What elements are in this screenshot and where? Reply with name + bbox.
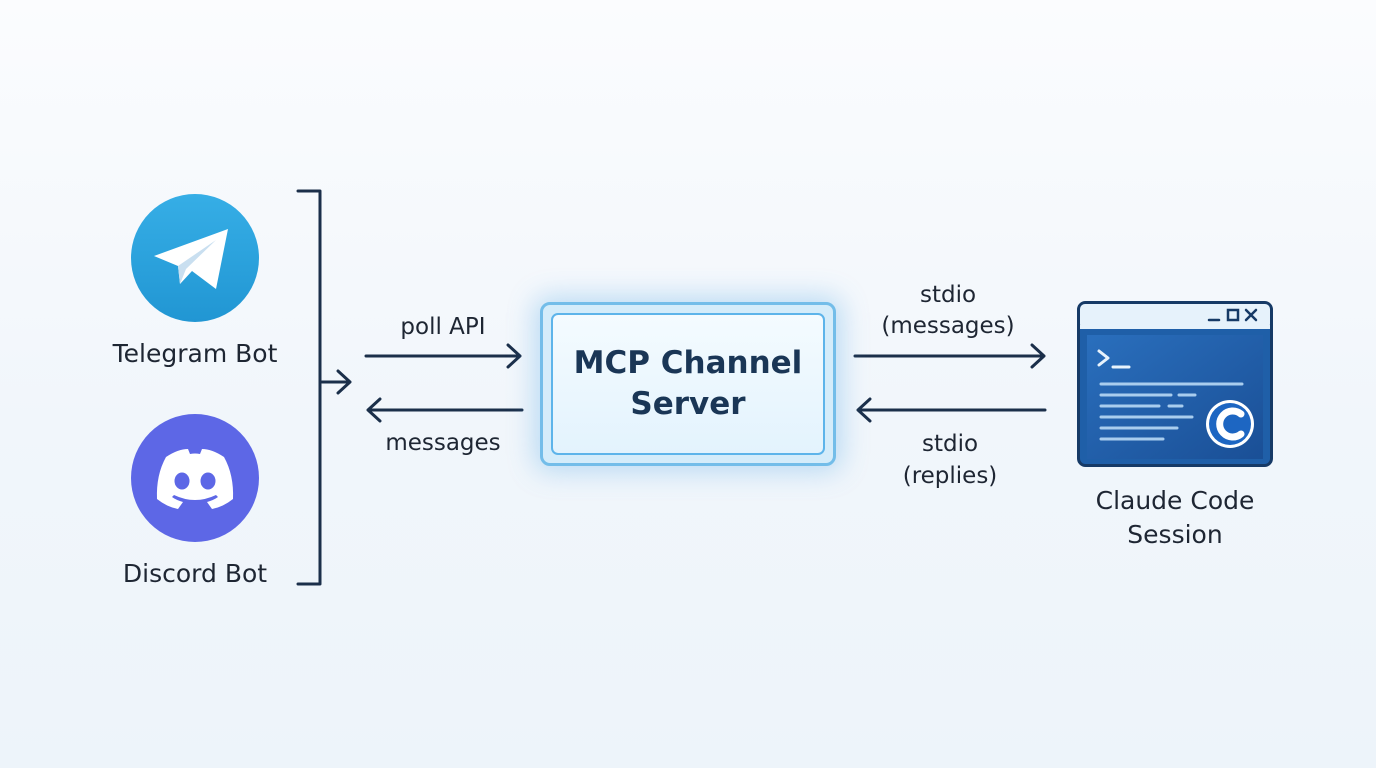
telegram-icon <box>131 194 259 322</box>
mcp-channel-server-title: MCP Channel Server <box>573 345 803 422</box>
claude-code-session-label-line2: Session <box>1127 520 1223 549</box>
messages-arrow <box>366 397 524 423</box>
stdio-replies-label-line2: (replies) <box>902 463 998 489</box>
stdio-messages-arrow <box>853 343 1046 369</box>
stdio-replies-arrow <box>856 397 1047 423</box>
mcp-channel-server-inner: MCP Channel Server <box>551 313 825 455</box>
bots-bracket <box>296 189 322 586</box>
terminal-window-icon <box>1077 301 1273 467</box>
telegram-bot-label: Telegram Bot <box>112 339 278 368</box>
mcp-channel-server-node: MCP Channel Server <box>540 302 836 466</box>
poll-api-arrow <box>364 343 522 369</box>
discord-bot-label: Discord Bot <box>122 559 268 588</box>
stdio-messages-label-line1: stdio <box>919 282 977 308</box>
messages-label: messages <box>385 430 501 456</box>
claude-code-session-label-line1: Claude Code <box>1095 486 1255 515</box>
discord-icon <box>131 414 259 542</box>
poll-api-label: poll API <box>400 314 486 340</box>
stdio-replies-label-line1: stdio <box>921 431 979 457</box>
stdio-messages-label-line2: (messages) <box>881 313 1015 339</box>
bracket-arrow-icon <box>320 369 352 395</box>
